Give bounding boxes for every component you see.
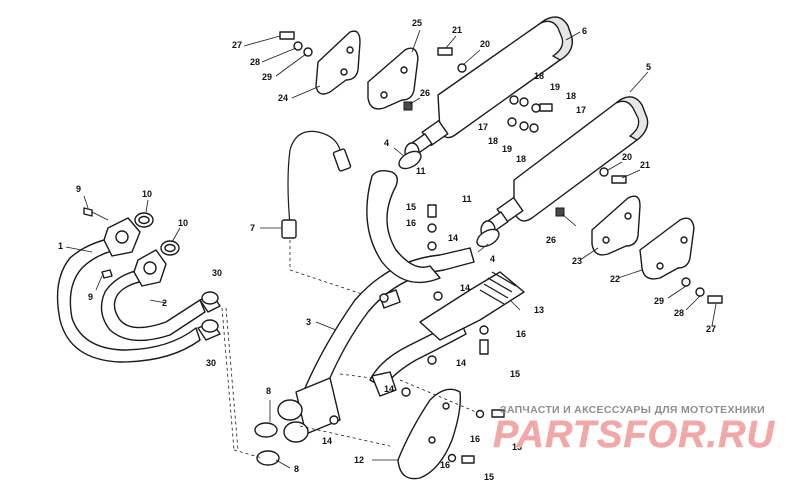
callout-19-a: 19 xyxy=(550,82,560,92)
callout-2: 2 xyxy=(162,298,167,308)
callout-6: 6 xyxy=(582,26,587,36)
callout-16-c: 16 xyxy=(470,434,480,444)
heat-guard-13 xyxy=(419,271,525,341)
callout-9-lower: 9 xyxy=(88,292,93,302)
callout-14-c: 14 xyxy=(456,358,466,368)
callout-29-b: 29 xyxy=(654,296,664,306)
callout-16-b: 16 xyxy=(516,329,526,339)
collector-pipe xyxy=(277,169,475,443)
callout-29-a: 29 xyxy=(262,72,272,82)
clamp-4-lower xyxy=(476,228,500,248)
assembly-lines xyxy=(221,307,477,459)
callout-23: 23 xyxy=(572,256,582,266)
callout-10-upper: 10 xyxy=(142,189,152,199)
callout-19-b: 19 xyxy=(502,144,512,154)
watermark-logo: PARTSFOR.RU xyxy=(493,414,775,454)
callout-15-d: 15 xyxy=(484,472,494,482)
callout-4-lower: 4 xyxy=(490,254,495,264)
header-pipe-2 xyxy=(100,267,206,342)
fasteners xyxy=(279,31,723,464)
callout-27-a: 27 xyxy=(232,40,242,50)
callout-8-upper: 8 xyxy=(266,386,271,396)
flange-1 xyxy=(103,217,141,257)
callout-labels: 1 2 3 4 4 5 6 7 8 8 9 9 10 10 11 11 12 1… xyxy=(58,18,716,482)
callout-18-d: 18 xyxy=(516,154,526,164)
callout-18-b: 18 xyxy=(566,91,576,101)
callout-9-upper: 9 xyxy=(76,184,81,194)
callout-14-a: 14 xyxy=(448,233,458,243)
muffler-lower xyxy=(480,96,649,240)
bolt-9-lower xyxy=(101,269,113,279)
callout-5: 5 xyxy=(646,62,651,72)
header-pipe-1 xyxy=(56,235,201,363)
gasket-10-upper-hole xyxy=(138,215,150,225)
watermark-logo-text: PARTSFOR.RU xyxy=(493,414,775,454)
bracket-24 xyxy=(315,30,361,95)
callout-21-b: 21 xyxy=(640,160,650,170)
flange-2 xyxy=(133,249,167,287)
callout-17-b: 17 xyxy=(478,122,488,132)
callout-26-a: 26 xyxy=(420,88,430,98)
callout-18-a: 18 xyxy=(534,71,544,81)
callout-14-d: 14 xyxy=(384,384,394,394)
callout-7: 7 xyxy=(250,223,255,233)
leader-lines xyxy=(65,29,717,469)
callout-28-b: 28 xyxy=(674,308,684,318)
watermark-caption: ЗАПЧАСТИ И АКСЕССУАРЫ ДЛЯ МОТОТЕХНИКИ xyxy=(499,404,766,416)
callout-30-a: 30 xyxy=(212,268,222,278)
callout-14-e: 14 xyxy=(322,436,332,446)
callout-16-d: 16 xyxy=(440,460,450,470)
bolt-9-upper xyxy=(83,207,93,217)
callout-25: 25 xyxy=(412,18,422,28)
callout-17-a: 17 xyxy=(576,105,586,115)
clamp-8 xyxy=(254,422,280,466)
callout-15-b: 15 xyxy=(510,369,520,379)
heat-shield-12 xyxy=(397,388,462,480)
clamp-4-upper xyxy=(398,150,422,170)
callout-21-a: 21 xyxy=(452,25,462,35)
oxygen-sensor xyxy=(281,130,381,301)
callout-4-upper: 4 xyxy=(384,138,389,148)
callout-27-b: 27 xyxy=(706,324,716,334)
callout-1: 1 xyxy=(58,241,63,251)
bracket-25 xyxy=(367,47,419,110)
callout-15-a: 15 xyxy=(406,202,416,212)
callout-18-c: 18 xyxy=(488,136,498,146)
callout-15-c: 15 xyxy=(512,442,522,452)
callout-30-b: 30 xyxy=(206,358,216,368)
callout-12: 12 xyxy=(354,455,364,465)
callout-10-lower: 10 xyxy=(178,218,188,228)
callout-20-a: 20 xyxy=(480,39,490,49)
callout-26-b: 26 xyxy=(546,235,556,245)
bracket-23 xyxy=(591,195,641,256)
callout-20-b: 20 xyxy=(622,152,632,162)
callout-8-lower: 8 xyxy=(294,464,299,474)
callout-14-b: 14 xyxy=(460,283,470,293)
callout-16-a: 16 xyxy=(406,218,416,228)
callout-22: 22 xyxy=(610,274,620,284)
bracket-22 xyxy=(639,217,695,280)
callout-24: 24 xyxy=(278,93,288,103)
callout-28-a: 28 xyxy=(250,57,260,67)
sleeve-30 xyxy=(197,291,221,341)
callout-3: 3 xyxy=(306,317,311,327)
callout-11-lower: 11 xyxy=(462,194,472,204)
callout-13: 13 xyxy=(534,305,544,315)
callout-11-upper: 11 xyxy=(416,166,426,176)
gasket-10-lower-hole xyxy=(164,243,176,253)
